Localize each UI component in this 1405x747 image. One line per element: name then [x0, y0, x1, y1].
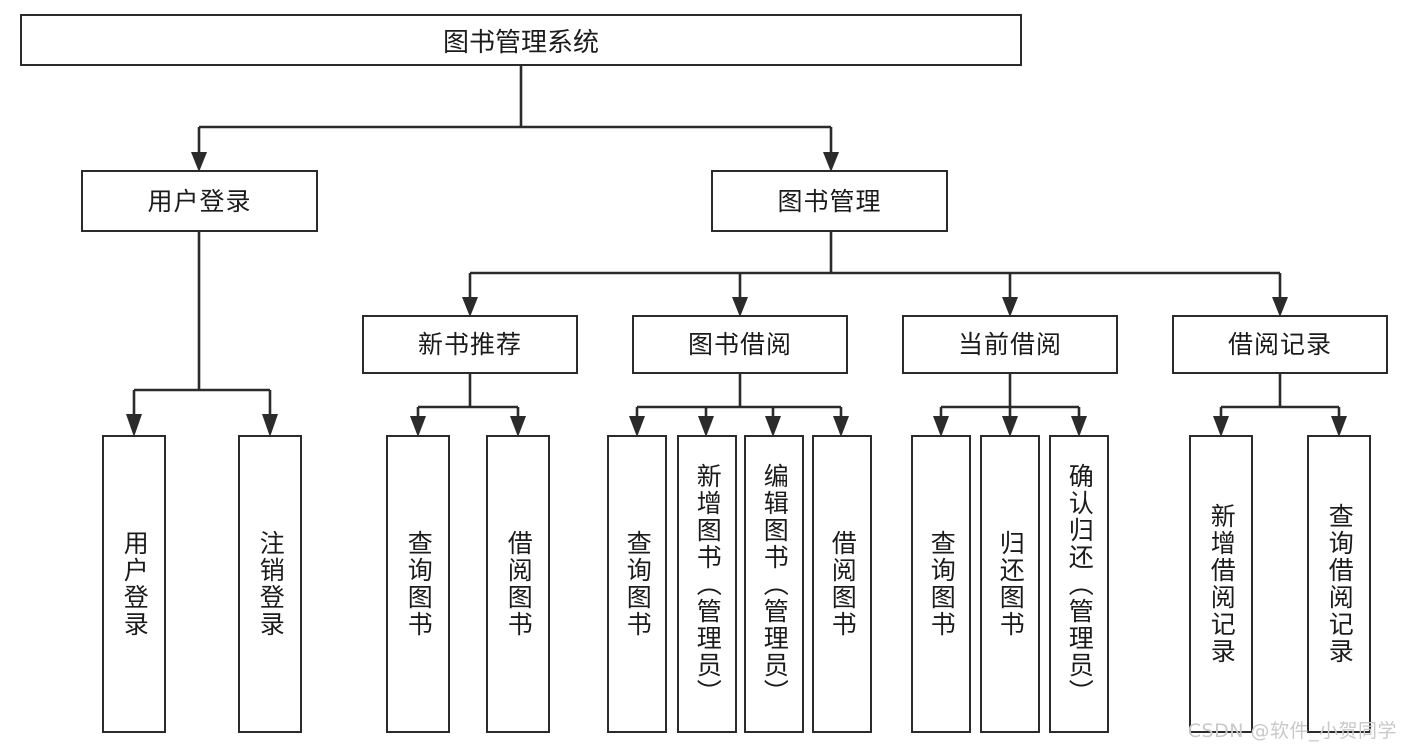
node-root-book-management-system[interactable]: 图书管理系统	[20, 14, 1022, 66]
leaf-label: 归还图书	[996, 530, 1026, 638]
node-book-management[interactable]: 图书管理	[711, 170, 948, 232]
node-label: 用户登录	[147, 186, 252, 216]
leaf-label: 新增借阅记录	[1207, 503, 1237, 665]
leaf-node-query-borrow-record[interactable]: 查询借阅记录	[1307, 435, 1371, 733]
leaf-label: 确认归还（管理员）	[1065, 462, 1095, 706]
leaf-label: 新增图书（管理员）	[693, 462, 723, 706]
leaf-label: 借阅图书	[828, 530, 858, 638]
leaf-node-add-borrow-record[interactable]: 新增借阅记录	[1189, 435, 1253, 733]
node-label: 图书管理	[777, 186, 882, 216]
node-label: 图书借阅	[687, 330, 792, 359]
leaf-label: 借阅图书	[504, 530, 534, 638]
node-user-login[interactable]: 用户登录	[81, 170, 318, 232]
leaf-node-borrow-book-recommend[interactable]: 借阅图书	[486, 435, 550, 733]
node-label: 新书推荐	[417, 330, 522, 359]
node-new-book-recommend[interactable]: 新书推荐	[362, 315, 578, 374]
leaf-node-query-book-current[interactable]: 查询图书	[911, 435, 971, 733]
node-label: 借阅记录	[1227, 330, 1332, 359]
leaf-label: 用户登录	[120, 530, 150, 638]
leaf-label: 编辑图书（管理员）	[760, 462, 790, 706]
leaf-label: 查询图书	[623, 530, 653, 638]
leaf-node-logout[interactable]: 注销登录	[238, 435, 302, 733]
node-label: 当前借阅	[957, 330, 1062, 359]
leaf-label: 查询图书	[404, 530, 434, 638]
node-label: 图书管理系统	[442, 27, 599, 58]
leaf-node-return-book[interactable]: 归还图书	[980, 435, 1040, 733]
leaf-node-user-login[interactable]: 用户登录	[102, 435, 166, 733]
leaf-label: 查询图书	[927, 530, 957, 638]
leaf-node-edit-book-admin[interactable]: 编辑图书（管理员）	[744, 435, 804, 733]
node-borrow-record[interactable]: 借阅记录	[1172, 315, 1388, 374]
leaf-label: 注销登录	[256, 530, 286, 638]
node-current-borrow[interactable]: 当前借阅	[902, 315, 1118, 374]
watermark-text: CSDN @软件_小贺同学	[1187, 720, 1397, 742]
leaf-node-borrow-book[interactable]: 借阅图书	[812, 435, 872, 733]
leaf-label: 查询借阅记录	[1325, 503, 1355, 665]
leaf-node-confirm-return-admin[interactable]: 确认归还（管理员）	[1049, 435, 1109, 733]
node-book-borrow[interactable]: 图书借阅	[632, 315, 848, 374]
leaf-node-add-book-admin[interactable]: 新增图书（管理员）	[677, 435, 737, 733]
leaf-node-query-book-recommend[interactable]: 查询图书	[386, 435, 450, 733]
leaf-node-query-book-borrow[interactable]: 查询图书	[607, 435, 667, 733]
